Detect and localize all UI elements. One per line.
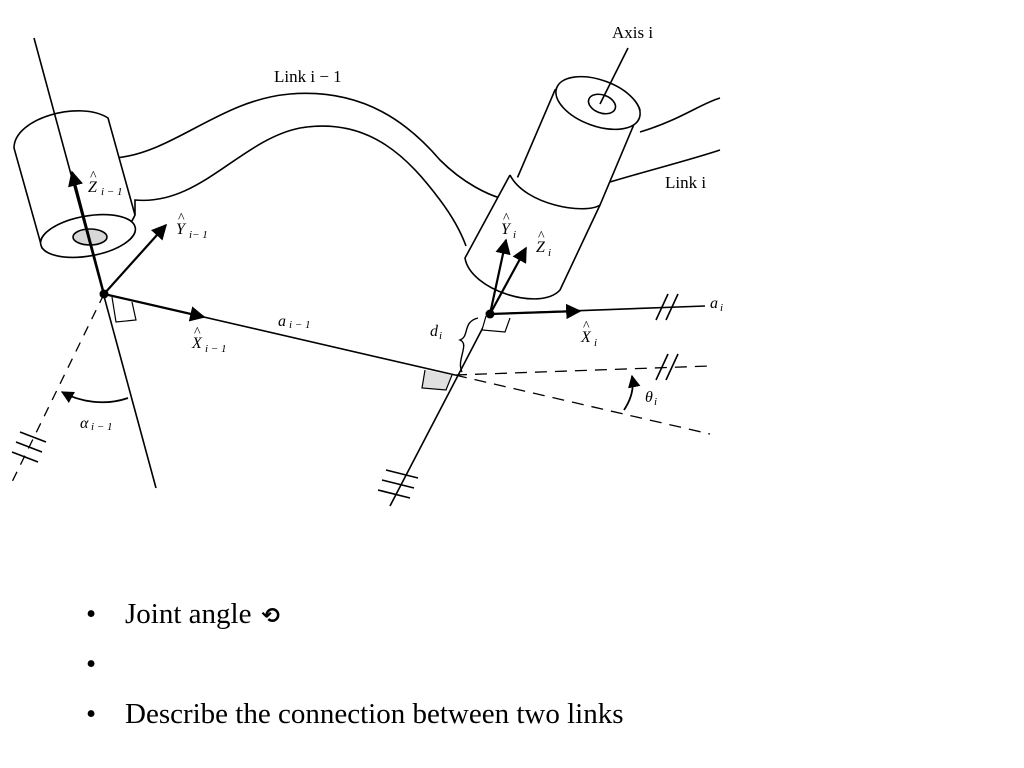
frame-curr xyxy=(488,238,582,320)
bullet-dot: • xyxy=(86,598,97,630)
bullet-text: Joint angle xyxy=(125,598,252,630)
d-brace xyxy=(458,317,479,373)
svg-text:^: ^ xyxy=(178,211,185,226)
bullet-item-joint-angle: • Joint angle ⟲ xyxy=(86,592,623,642)
svg-text:^: ^ xyxy=(90,169,97,184)
svg-text:α: α xyxy=(80,415,89,432)
svg-text:X: X xyxy=(191,335,203,352)
theta-arc xyxy=(623,374,641,411)
svg-text:i − 1: i − 1 xyxy=(205,343,226,355)
label-y-curr: ^ Y i xyxy=(501,211,516,241)
svg-text:Y: Y xyxy=(501,221,512,238)
svg-text:i − 1: i − 1 xyxy=(101,186,122,198)
svg-text:Z: Z xyxy=(88,179,98,196)
svg-text:i: i xyxy=(439,330,442,342)
svg-text:i: i xyxy=(654,396,657,408)
axis-prev-hash xyxy=(11,431,47,463)
axis-i-label: Axis i xyxy=(612,23,653,42)
svg-text:Y: Y xyxy=(176,221,187,238)
link-prev-body xyxy=(107,92,501,247)
label-alpha-prev: α i − 1 xyxy=(80,415,112,433)
joint-cylinder-curr xyxy=(464,75,641,300)
theta-ref-hash xyxy=(655,353,679,381)
label-z-curr: ^ Z i xyxy=(536,229,551,259)
svg-text:Z: Z xyxy=(536,239,546,256)
bullet-list: • Joint angle ⟲ • • Describe the connecti… xyxy=(86,592,623,742)
right-angle-curr xyxy=(421,369,453,391)
link-prev-label: Link i − 1 xyxy=(274,67,342,86)
refresh-icon: ⟲ xyxy=(261,604,280,629)
svg-text:^: ^ xyxy=(194,325,201,340)
label-x-prev: ^ X i − 1 xyxy=(191,325,226,355)
common-normal-curr-hash xyxy=(655,293,679,321)
svg-text:^: ^ xyxy=(583,319,590,334)
label-a-prev: a i − 1 xyxy=(278,313,310,331)
link-curr-body xyxy=(609,97,721,183)
svg-text:i − 1: i − 1 xyxy=(91,421,112,433)
axis-prev-dashed xyxy=(11,293,105,483)
svg-text:i − 1: i − 1 xyxy=(289,319,310,331)
frame-prev xyxy=(68,170,206,322)
svg-text:a: a xyxy=(278,313,286,330)
theta-ref-dashed xyxy=(454,365,711,376)
svg-text:i: i xyxy=(594,337,597,349)
dh-parameters-diagram: Axis i Link i − 1 Link i ^ Z i − 1 ^ Y i… xyxy=(11,23,723,507)
svg-text:^: ^ xyxy=(538,229,545,244)
svg-text:X: X xyxy=(580,329,592,346)
label-a-curr: a i xyxy=(710,295,723,314)
link-curr-label: Link i xyxy=(665,173,706,192)
svg-text:i: i xyxy=(513,229,516,241)
theta-ref-dashed-2 xyxy=(454,374,711,435)
svg-text:θ: θ xyxy=(645,389,653,406)
svg-text:^: ^ xyxy=(503,211,510,226)
origin-prev xyxy=(99,289,109,299)
right-angle-curr-top xyxy=(481,315,511,333)
bullet-dot: • xyxy=(86,698,97,730)
axis-curr-hash xyxy=(377,469,419,499)
label-x-curr: ^ X i xyxy=(580,319,597,349)
label-y-prev: ^ Y i− 1 xyxy=(176,211,208,241)
bullet-item-describe: • Describe the connection between two li… xyxy=(86,692,623,742)
origin-curr xyxy=(485,309,495,319)
alpha-arc xyxy=(60,391,129,404)
svg-text:i: i xyxy=(548,247,551,259)
axis-curr-line xyxy=(599,47,629,105)
svg-text:a: a xyxy=(710,295,718,312)
bullet-dot: • xyxy=(86,648,97,680)
label-theta-curr: θ i xyxy=(645,389,657,408)
right-angle-prev xyxy=(111,296,137,323)
svg-text:i− 1: i− 1 xyxy=(189,229,208,241)
label-z-prev: ^ Z i − 1 xyxy=(88,169,122,198)
svg-text:d: d xyxy=(430,323,439,340)
bullet-item-empty: • xyxy=(86,642,623,692)
svg-text:i: i xyxy=(720,302,723,314)
label-d-curr: d i xyxy=(430,323,442,342)
bullet-text: Describe the connection between two link… xyxy=(125,698,624,730)
axis-curr-lower xyxy=(389,313,491,507)
